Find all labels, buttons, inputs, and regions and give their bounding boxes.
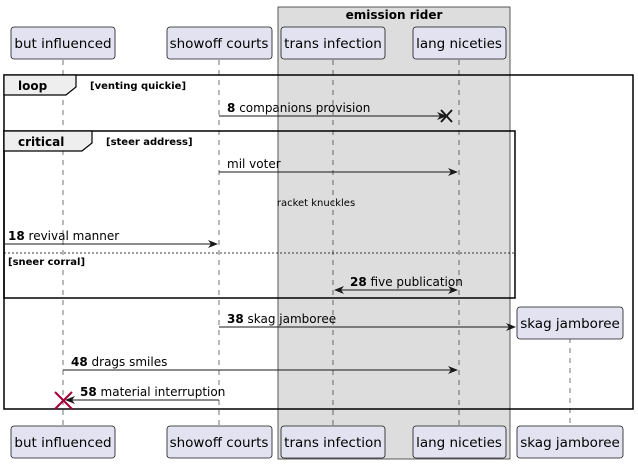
svg-text:8 companions provision: 8 companions provision <box>227 101 370 115</box>
participant-showoff-courts-bottom: showoff courts <box>166 425 273 459</box>
svg-text:trans infection: trans infection <box>284 36 382 52</box>
participant-trans-infection: trans infection <box>280 26 386 60</box>
participants-top: but influenced showoff courts trans infe… <box>10 26 507 60</box>
participant-trans-infection-bottom: trans infection <box>280 425 386 459</box>
message-skag-jamboree: 38 skag jamboree <box>219 312 516 331</box>
participant-skag-jamboree-bottom: skag jamboree <box>516 425 624 459</box>
svg-text:trans infection: trans infection <box>284 435 382 451</box>
participant-but-influenced: but influenced <box>10 26 116 60</box>
svg-text:48 drags smiles: 48 drags smiles <box>71 355 167 369</box>
destroy-x-lang-niceties <box>440 109 453 123</box>
participant-lang-niceties: lang niceties <box>412 26 507 60</box>
loop-keyword: loop <box>18 79 48 93</box>
svg-text:mil voter: mil voter <box>227 157 281 171</box>
svg-text:but influenced: but influenced <box>14 36 111 52</box>
message-drags-smiles: 48 drags smiles <box>63 355 458 374</box>
fragment-critical: critical [steer address] [sneer corral] <box>3 130 516 299</box>
participant-showoff-courts: showoff courts <box>166 26 273 60</box>
lifelines <box>62 60 571 425</box>
critical-keyword: critical <box>18 135 64 149</box>
critical-guard: [steer address] <box>106 137 193 148</box>
svg-text:lang niceties: lang niceties <box>416 36 502 52</box>
participant-but-influenced-bottom: but influenced <box>10 425 116 459</box>
delay-section: racket knuckles <box>277 198 355 209</box>
svg-text:58 material interruption: 58 material interruption <box>80 385 225 399</box>
svg-text:but influenced: but influenced <box>14 435 111 451</box>
svg-text:28 five publication: 28 five publication <box>350 275 463 289</box>
message-material-interruption: 58 material interruption <box>54 385 225 410</box>
message-five-publication: 28 five publication <box>334 275 463 294</box>
delay-label: racket knuckles <box>277 198 355 209</box>
svg-text:lang niceties: lang niceties <box>416 435 502 451</box>
svg-text:skag jamboree: skag jamboree <box>520 435 620 451</box>
svg-text:skag jamboree: skag jamboree <box>520 316 620 332</box>
svg-text:38 skag jamboree: 38 skag jamboree <box>227 312 336 326</box>
loop-guard: [venting quickie] <box>90 81 186 92</box>
destroy-x-but-influenced <box>54 391 73 410</box>
participants-bottom: but influenced showoff courts trans infe… <box>10 425 624 459</box>
participant-skag-jamboree-created: skag jamboree <box>516 306 624 340</box>
svg-text:18 revival manner: 18 revival manner <box>8 229 119 243</box>
participant-lang-niceties-bottom: lang niceties <box>412 425 507 459</box>
message-revival-manner: 18 revival manner <box>4 229 218 248</box>
box-emission-rider: emission rider <box>277 6 511 460</box>
svg-text:showoff courts: showoff courts <box>170 36 269 52</box>
critical-else-guard: [sneer corral] <box>8 257 85 268</box>
box-title: emission rider <box>346 8 443 22</box>
message-companions-provision: 8 companions provision <box>219 101 453 123</box>
svg-text:showoff courts: showoff courts <box>170 435 269 451</box>
message-mil-voter: mil voter <box>219 157 458 176</box>
